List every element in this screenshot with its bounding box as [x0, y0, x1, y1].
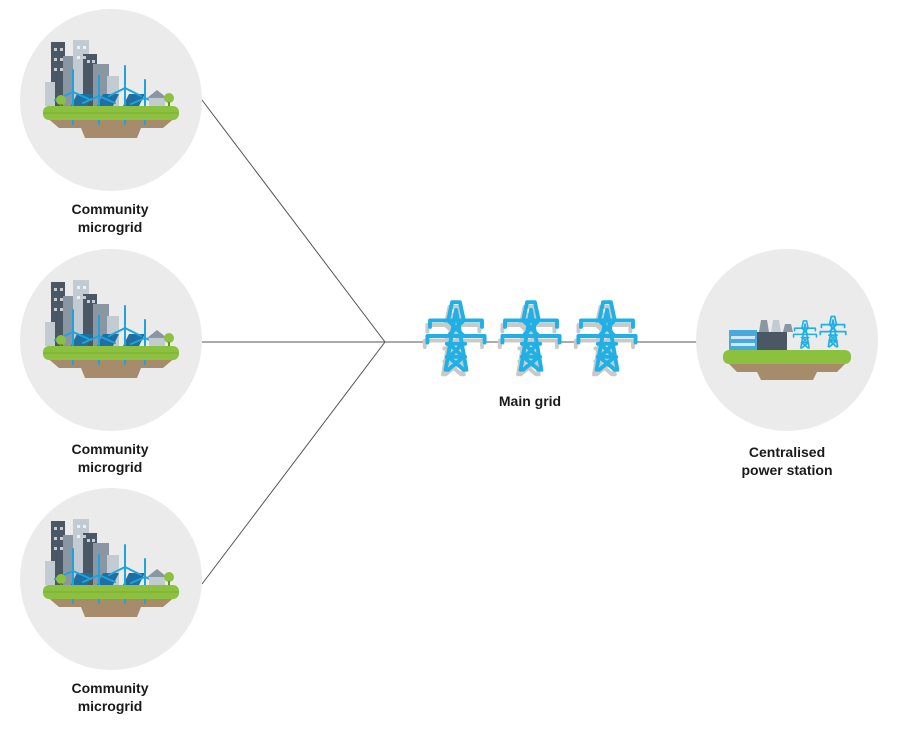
community-microgrid-icon: [20, 249, 202, 431]
connector-microgrid-1: [201, 99, 386, 343]
main-grid-label: Main grid: [498, 393, 562, 409]
connector-microgrid-3: [201, 341, 386, 585]
community-microgrid-icon: [20, 9, 202, 191]
community-microgrid-icon: [20, 488, 202, 670]
transmission-pylon-icon: [573, 300, 638, 377]
transmission-pylon-icon: [422, 300, 487, 377]
transmission-pylon-icon: [497, 300, 562, 377]
power-station-icon: [696, 249, 878, 431]
